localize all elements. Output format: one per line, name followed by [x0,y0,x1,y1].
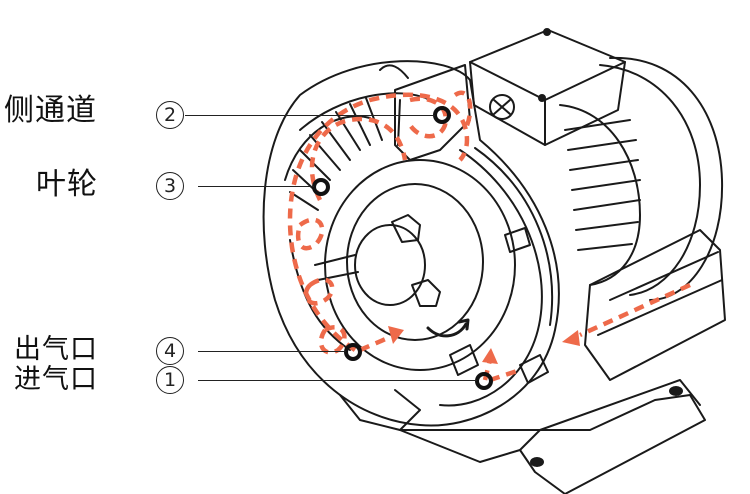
leader-line-4 [198,351,346,353]
label-outlet: 出气口 [14,334,98,365]
casing-rim-2 [474,147,554,326]
hub-ring-outer [324,159,516,371]
leader-line-2 [185,115,435,117]
flow-loop-c [318,325,347,355]
callout-number-1: 1 [156,366,184,394]
port-marker-4 [344,343,362,361]
side-channel-ring [284,115,371,181]
shaft-strap [314,254,359,281]
label-impeller: 叶轮 [36,167,98,202]
motor-rear-ring [599,64,701,296]
bolt-hole [669,386,683,396]
airflow-paths [287,90,691,383]
leader-line-3 [198,186,314,188]
port-marker-1 [475,372,493,390]
casing-rim [439,149,543,407]
side-channel-inner [299,92,431,131]
flow-loop-b [303,277,335,306]
hub-shaft [354,224,426,306]
flow-top-right [453,90,473,132]
flow-side-channel [287,92,470,352]
hub-nut-top [391,214,421,243]
label-inlet: 进气口 [14,364,98,395]
terminal-box-side [544,61,626,146]
rotation-arrow [426,322,468,338]
callout-number-4: 4 [156,337,184,365]
flow-outlet-arrow [359,332,396,353]
flow-inner-loop [309,116,408,202]
foot-left [339,389,421,431]
arrowhead-outlet [388,326,404,344]
hub-ring [346,183,484,341]
muffler-housing [584,229,726,381]
leader-line-1 [198,380,477,382]
flange-top [394,64,471,161]
port-marker-2 [433,106,451,124]
callout-number-3: 3 [156,172,184,200]
cable-gland [489,94,515,120]
callout-number-2: 2 [156,101,184,129]
arrowhead-muffler [562,330,580,346]
base-plate-edge [519,379,701,451]
flow-loop-d [408,96,448,139]
port-marker-3 [312,178,330,196]
flow-arrowheads [388,326,580,364]
flow-muffler [579,282,691,338]
motor-fins [564,119,641,251]
channel-lower [289,239,351,351]
clamp-top [504,227,531,253]
casing-outer [262,60,560,427]
clamp-bottom [519,354,549,384]
arrowhead-inlet [482,348,498,364]
bolt-hole [530,457,544,467]
hub-nut-bottom [411,279,441,307]
flow-loop-a [295,217,325,251]
label-side-channel: 侧通道 [4,93,97,128]
flow-inlet-feed [489,367,521,383]
flow-inlet-arrow [482,359,493,381]
clamp-left [449,344,479,376]
base-plate [399,394,706,494]
